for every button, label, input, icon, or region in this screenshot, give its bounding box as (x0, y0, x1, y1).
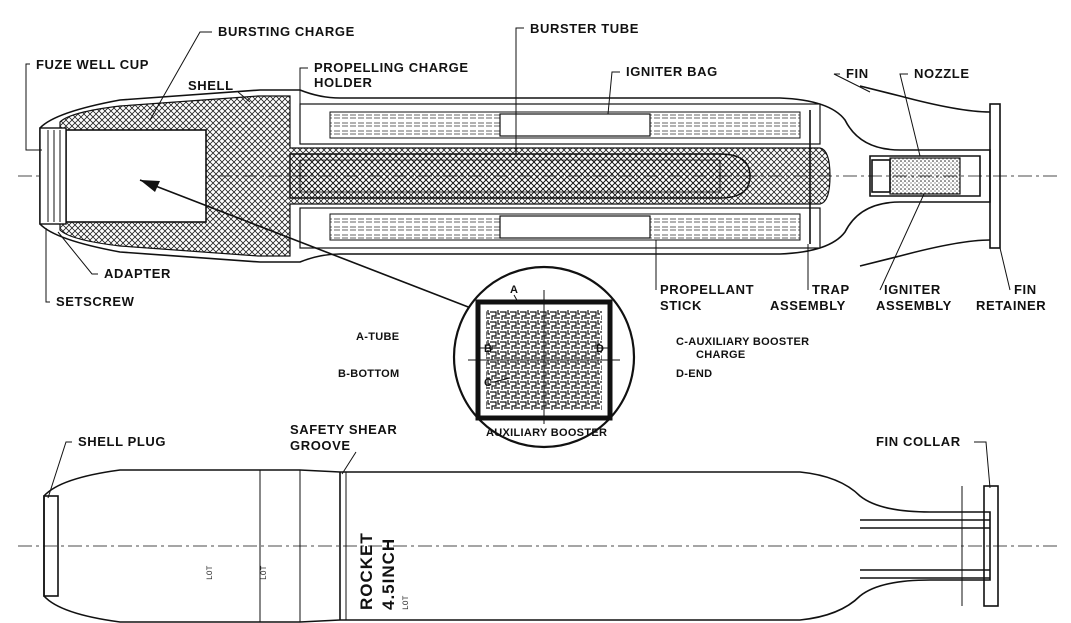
exterior-view: ROCKET 4.5INCH LOT LOT LOT (18, 469, 1060, 623)
marker-c: C (484, 377, 492, 389)
legend-c-1: C-AUXILIARY BOOSTER (676, 336, 809, 348)
marker-b: B (484, 343, 492, 355)
auxiliary-booster-detail: A B C D AUXILIARY BOOSTER A-TUBE B-BOTTO… (338, 265, 809, 449)
label-igniter-bag: IGNITER BAG (626, 64, 718, 79)
detail-pointer-head (140, 180, 160, 192)
label-setscrew: SETSCREW (56, 294, 135, 309)
label-adapter: ADAPTER (104, 266, 171, 281)
nozzle (869, 155, 981, 197)
stamp-lot-2: LOT (206, 565, 215, 580)
label-trap-assembly-1: TRAP (812, 282, 850, 297)
igniter-bag-lower (499, 215, 651, 239)
detail-caption: AUXILIARY BOOSTER (486, 427, 607, 439)
stamp-lot: LOT (402, 595, 411, 610)
detail-pointer (139, 179, 477, 311)
label-fin-retainer-1: FIN (1014, 282, 1037, 297)
exterior-fin-1 (860, 519, 990, 529)
label-propelling-charge-holder-2: HOLDER (314, 75, 373, 90)
label-propellant-stick-1: PROPELLANT (660, 282, 754, 297)
label-safety-shear-groove-1: SAFETY SHEAR (290, 422, 397, 437)
legend-b: B-BOTTOM (338, 368, 399, 380)
shell-plug (43, 495, 59, 597)
marker-a: A (510, 284, 518, 296)
fin-retainer (989, 103, 1001, 249)
exterior-fin-2 (860, 569, 990, 579)
label-safety-shear-groove-2: GROOVE (290, 438, 351, 453)
label-igniter-assembly-1: IGNITER (884, 282, 941, 297)
igniter-assembly (889, 157, 961, 195)
fuze-well-cavity (65, 129, 207, 223)
label-shell: SHELL (188, 78, 234, 93)
label-fuze-well-cup: FUZE WELL CUP (36, 57, 149, 72)
legend-d: D-END (676, 368, 712, 380)
label-fin-retainer-2: RETAINER (976, 298, 1046, 313)
stamp-lot-3: LOT (260, 565, 269, 580)
fin-upper (859, 85, 991, 113)
label-burster-tube: BURSTER TUBE (530, 21, 639, 36)
label-fin-collar: FIN COLLAR (876, 434, 961, 449)
exterior-labels: SHELL PLUG SAFETY SHEAR GROOVE FIN COLLA… (47, 422, 991, 499)
label-bursting-charge: BURSTING CHARGE (218, 24, 355, 39)
cutaway-view (18, 85, 1060, 267)
stamp-rocket: ROCKET (357, 532, 376, 610)
label-trap-assembly-2: ASSEMBLY (770, 298, 846, 313)
label-fin: FIN (846, 66, 869, 81)
marker-d: D (596, 343, 604, 355)
label-igniter-assembly-2: ASSEMBLY (876, 298, 952, 313)
igniter-bag-upper (499, 113, 651, 137)
legend-c-2: CHARGE (696, 349, 745, 361)
label-nozzle: NOZZLE (914, 66, 970, 81)
fin-collar (983, 485, 999, 607)
legend-a: A-TUBE (356, 331, 399, 343)
fuze-well-cup (39, 127, 67, 225)
fin-lower (859, 239, 991, 267)
label-shell-plug: SHELL PLUG (78, 434, 166, 449)
label-propelling-charge-holder-1: PROPELLING CHARGE (314, 60, 469, 75)
cutaway-labels: FUZE WELL CUP BURSTING CHARGE SHELL PROP… (25, 21, 1046, 313)
label-propellant-stick-2: STICK (660, 298, 702, 313)
stamp-caliber: 4.5INCH (379, 538, 398, 610)
